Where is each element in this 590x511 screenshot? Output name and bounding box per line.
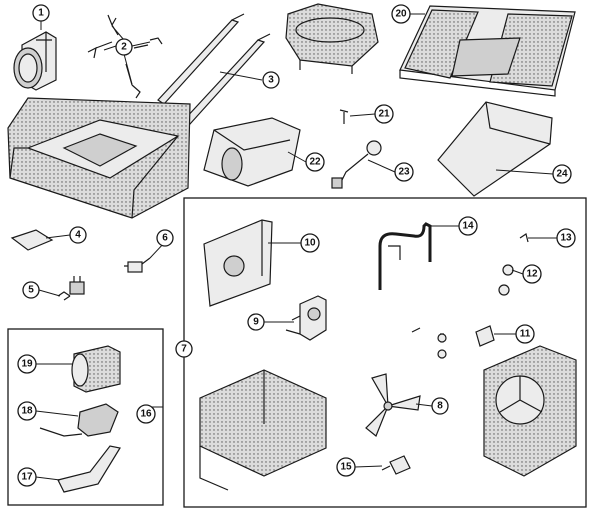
callout-7: 7 bbox=[175, 340, 193, 358]
callout-8: 8 bbox=[431, 397, 449, 415]
part-21-screw bbox=[339, 109, 349, 124]
part-8-fan-blade bbox=[365, 373, 421, 437]
callout-17: 17 bbox=[17, 467, 37, 487]
callout-10-label: 10 bbox=[304, 238, 316, 249]
callout-18: 18 bbox=[17, 401, 37, 421]
part-22-damper-housing bbox=[203, 117, 301, 187]
callout-5-label: 5 bbox=[28, 285, 34, 296]
part-20-grille bbox=[399, 5, 576, 97]
callout-9: 9 bbox=[247, 313, 265, 331]
callout-20: 20 bbox=[391, 4, 411, 24]
part-15-connector bbox=[381, 455, 411, 475]
callout-16: 16 bbox=[136, 404, 156, 424]
part-19-blower-wheel bbox=[71, 345, 121, 393]
callout-3: 3 bbox=[262, 71, 280, 89]
callout-7-label: 7 bbox=[181, 344, 187, 355]
callout-6-label: 6 bbox=[162, 233, 168, 244]
callout-14: 14 bbox=[458, 216, 478, 236]
part-9-motor bbox=[285, 295, 327, 341]
blower-assembly-group-box bbox=[7, 328, 164, 506]
callout-2: 2 bbox=[115, 38, 133, 56]
callout-10: 10 bbox=[300, 233, 320, 253]
callout-19: 19 bbox=[17, 354, 37, 374]
callout-9-label: 9 bbox=[253, 317, 259, 328]
callout-22: 22 bbox=[305, 152, 325, 172]
callout-19-label: 19 bbox=[21, 359, 33, 370]
callout-2-label: 2 bbox=[121, 42, 127, 53]
callout-6: 6 bbox=[156, 229, 174, 247]
part-1-duct-connector bbox=[13, 31, 57, 91]
part-12-thermostat bbox=[498, 264, 514, 296]
callout-12-label: 12 bbox=[526, 269, 538, 280]
callout-15: 15 bbox=[336, 457, 356, 477]
part-6-receptacle bbox=[124, 257, 151, 273]
callout-1-label: 1 bbox=[38, 8, 44, 19]
heater-box bbox=[483, 345, 577, 477]
callout-17-label: 17 bbox=[21, 472, 33, 483]
callout-24: 24 bbox=[552, 164, 572, 184]
leader-lines bbox=[35, 13, 557, 481]
callout-3-label: 3 bbox=[268, 75, 274, 86]
mesh-motor-housing bbox=[285, 3, 379, 74]
part-10-motor-bracket-plate bbox=[203, 219, 273, 307]
callout-21-label: 21 bbox=[378, 109, 390, 120]
callout-4: 4 bbox=[69, 226, 87, 244]
part-17-blower-bracket bbox=[57, 445, 121, 493]
part-5-switch bbox=[57, 276, 85, 301]
part-24-hood bbox=[437, 101, 553, 197]
main-housing bbox=[7, 97, 191, 219]
callout-23: 23 bbox=[394, 162, 414, 182]
callout-12: 12 bbox=[522, 264, 542, 284]
callout-21: 21 bbox=[374, 104, 394, 124]
callout-24-label: 24 bbox=[556, 169, 568, 180]
part-13-clip bbox=[519, 233, 529, 243]
callout-15-label: 15 bbox=[340, 462, 352, 473]
callout-18-label: 18 bbox=[21, 406, 33, 417]
callout-5: 5 bbox=[22, 281, 40, 299]
part-23-power-cord bbox=[331, 140, 382, 189]
callout-20-label: 20 bbox=[395, 9, 407, 20]
part-11-limit-switch bbox=[411, 325, 495, 359]
callout-4-label: 4 bbox=[75, 230, 81, 241]
callout-13: 13 bbox=[556, 228, 576, 248]
element-shield bbox=[199, 369, 327, 491]
callout-22-label: 22 bbox=[309, 157, 321, 168]
callout-11: 11 bbox=[515, 324, 535, 344]
callout-16-label: 16 bbox=[140, 409, 152, 420]
callout-1: 1 bbox=[32, 4, 50, 22]
part-4-label-plate bbox=[10, 229, 54, 251]
callout-14-label: 14 bbox=[462, 221, 474, 232]
callout-13-label: 13 bbox=[560, 233, 572, 244]
callout-11-label: 11 bbox=[520, 329, 531, 340]
part-14-heating-element bbox=[378, 222, 432, 290]
part-18-blower-motor bbox=[39, 403, 119, 437]
callout-8-label: 8 bbox=[437, 401, 443, 412]
callout-23-label: 23 bbox=[398, 167, 410, 178]
